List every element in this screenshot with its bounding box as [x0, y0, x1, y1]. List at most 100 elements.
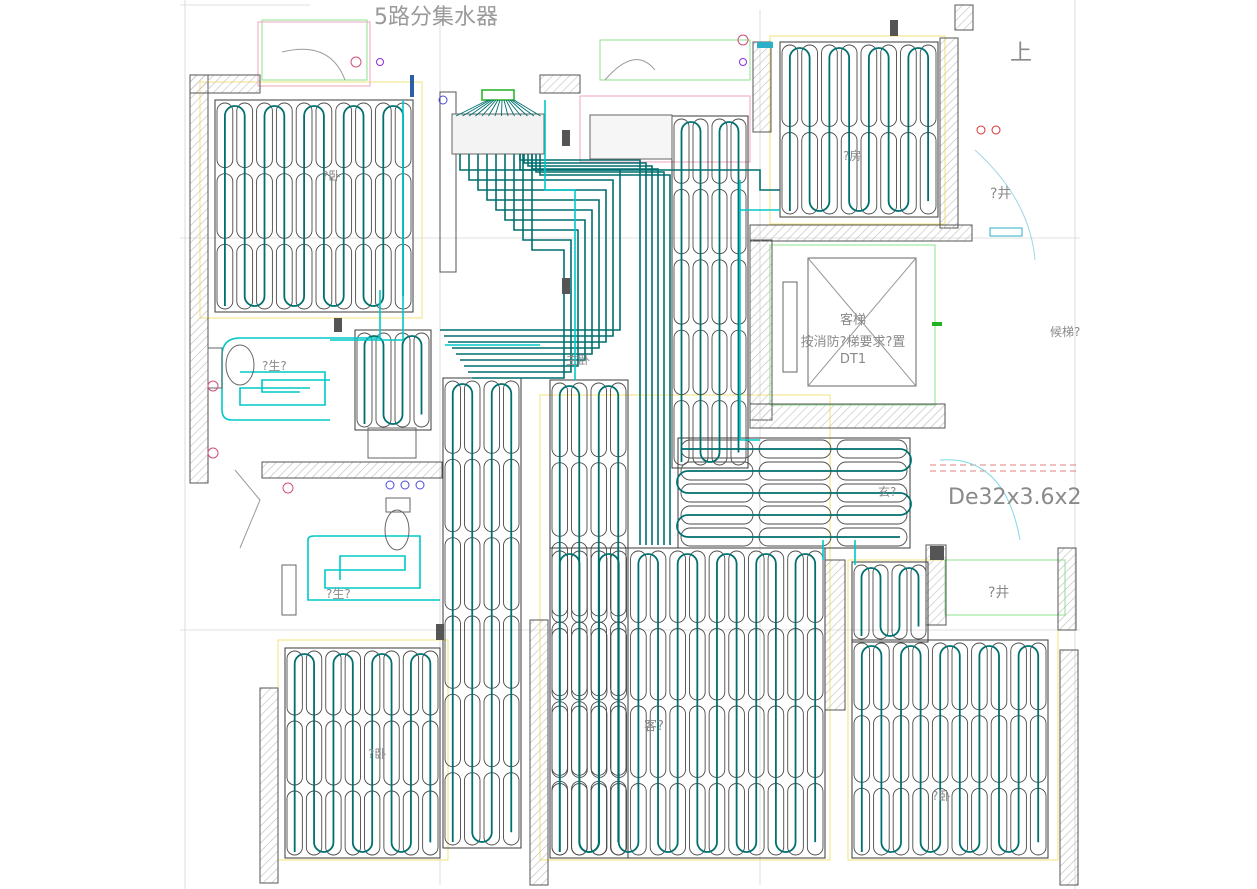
- supply-run: [464, 154, 579, 367]
- purple-marker: [376, 58, 384, 66]
- pink-marker: [207, 447, 219, 459]
- elevator-code: DT1: [840, 352, 866, 367]
- supply-runs: [440, 99, 780, 545]
- room-label-waiting: 候梯?: [1050, 325, 1080, 339]
- heating-pipe: [558, 385, 620, 853]
- elevator-car: [807, 257, 917, 387]
- manifold-branch: [475, 99, 495, 117]
- purple-marker: [739, 58, 747, 66]
- loop-field: [549, 379, 629, 859]
- pink-marker: [737, 34, 749, 46]
- manifold-branch: [513, 99, 541, 117]
- column-marker: [890, 20, 898, 36]
- column-marker: [562, 130, 570, 146]
- manifold-branch: [462, 99, 491, 117]
- loop-field: [442, 377, 522, 849]
- riser-marker: [757, 42, 773, 48]
- red-marker: [991, 125, 1001, 135]
- pipe-spec: De32x3.6x2: [948, 485, 1082, 510]
- manifold-branch: [481, 99, 497, 117]
- column-marker: [930, 546, 944, 560]
- heating-pipe: [293, 653, 432, 853]
- supply-run: [468, 154, 572, 373]
- blue-marker: [385, 480, 395, 490]
- manifold: [451, 89, 545, 155]
- cyan-supply-line: [221, 290, 381, 421]
- column-marker: [436, 624, 444, 640]
- heating-pipe: [680, 121, 740, 463]
- shower-tray: [367, 427, 417, 459]
- supply-run: [448, 154, 607, 343]
- column-marker: [334, 318, 342, 332]
- room-label-bath-upper: ?生?: [262, 359, 287, 373]
- manifold-branch: [505, 99, 515, 117]
- manifold-branch: [488, 99, 499, 117]
- room-label-bedroom-nw: ?卧: [322, 169, 340, 183]
- manifold-header: [481, 89, 515, 101]
- manifold-branch: [501, 99, 503, 117]
- supply-run: [519, 154, 780, 191]
- heating-pipe: [860, 645, 1040, 853]
- loop-field: [354, 329, 432, 431]
- red-marker: [976, 125, 986, 135]
- distribution-box: [451, 113, 545, 155]
- supply-run: [523, 154, 647, 545]
- walls: [189, 4, 1079, 886]
- pink-marker: [207, 380, 219, 392]
- cyan-supply-line: [739, 180, 760, 441]
- room-label-shaft-lower: ?井: [988, 585, 1009, 601]
- elevator-counterweight: [782, 281, 798, 373]
- loop-field: [779, 41, 939, 218]
- heating-pipe: [451, 383, 513, 843]
- manifold-branch: [468, 99, 493, 117]
- loop-field: [851, 561, 929, 643]
- room-label-ne: ?房: [843, 148, 861, 163]
- supply-run: [460, 154, 586, 361]
- cyan-supply-lines: [221, 100, 856, 601]
- blue-marker: [415, 480, 425, 490]
- cyan-supply-line: [330, 100, 404, 341]
- cyan-supply-line: [544, 100, 576, 380]
- room-label-shaft-upper: ?井: [990, 186, 1011, 202]
- room-label-living: 客?: [644, 718, 664, 734]
- heating-pipe: [860, 567, 920, 637]
- supply-run: [472, 154, 565, 379]
- heating-loop-fields: [214, 41, 1049, 859]
- supply-run: [456, 154, 593, 355]
- corner-mark: 上: [1010, 41, 1032, 66]
- manifold-branch: [509, 99, 528, 117]
- manifold-branch: [494, 99, 501, 117]
- manifold-branch: [455, 99, 489, 117]
- room-label-master: 主卧: [566, 353, 590, 367]
- shaft-cabinet: [589, 114, 673, 160]
- supply-run: [531, 154, 659, 545]
- drawing-title: 5路分集水器: [374, 5, 498, 30]
- manifold-branch: [511, 99, 535, 117]
- cyan-supply-line: [239, 371, 326, 406]
- door-marker: [932, 322, 942, 326]
- room-label-bedroom-se: ?卧: [932, 789, 950, 803]
- markers: [207, 20, 1023, 640]
- loop-field: [549, 547, 826, 859]
- riser-marker: [410, 75, 414, 97]
- pink-marker: [350, 56, 362, 68]
- heating-pipe: [788, 47, 930, 212]
- cyan-supply-line: [307, 535, 440, 601]
- supply-run: [535, 154, 665, 545]
- elevator-label: 客梯: [840, 312, 866, 328]
- labels: 5路分集水器 De32x3.6x2 上 客梯 按消防?梯要求?置 DT1 ?卧 …: [262, 5, 1082, 803]
- toilet-upper: [225, 344, 255, 386]
- column-marker: [562, 278, 570, 294]
- blue-marker: [438, 95, 448, 105]
- blue-marker: [400, 480, 410, 490]
- pink-marker: [282, 482, 294, 494]
- manifold-branch: [503, 99, 509, 117]
- supply-run: [527, 154, 653, 545]
- heating-pipe: [558, 553, 817, 853]
- supply-run: [444, 154, 614, 337]
- heating-pipe: [676, 448, 912, 538]
- heating-pipe: [363, 335, 423, 425]
- room-label-hall: 玄?: [878, 484, 896, 499]
- supply-run: [539, 154, 671, 545]
